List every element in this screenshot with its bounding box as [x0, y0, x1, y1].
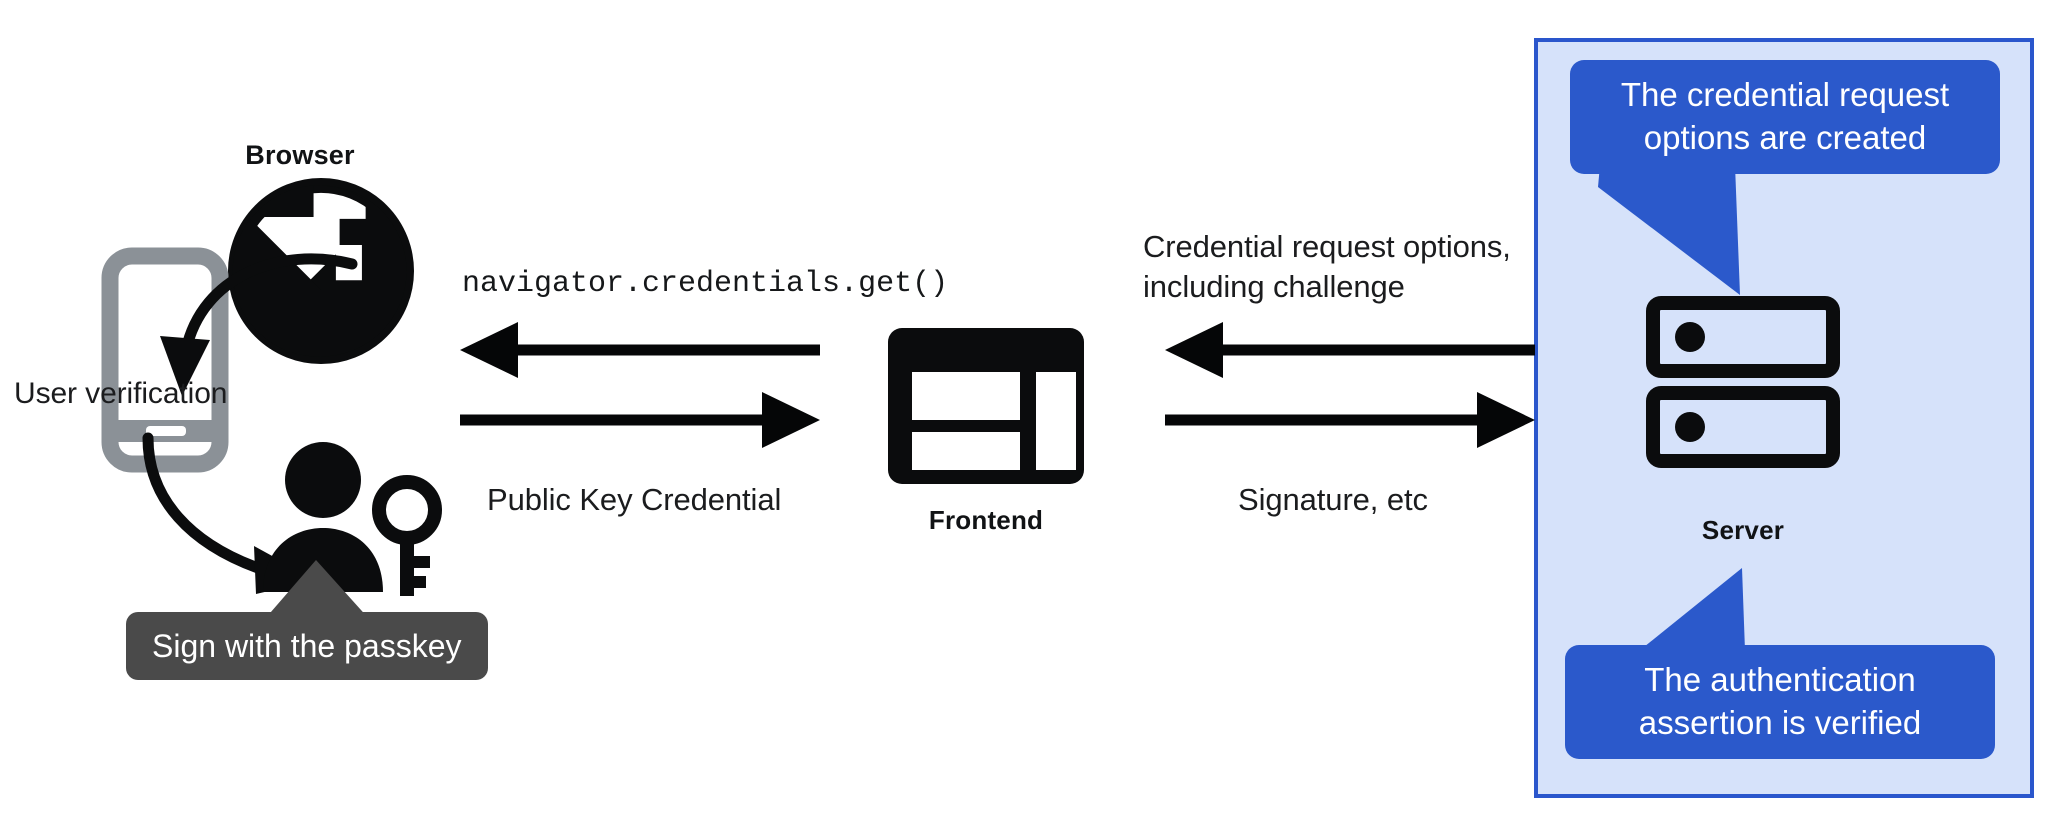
server-request-label: Credential request options, including cha…	[1143, 227, 1543, 306]
server-racks-icon	[1646, 296, 1840, 468]
arrow-left-frontend-to-browser	[460, 322, 820, 378]
passkey-tooltip: Sign with the passkey	[126, 612, 488, 680]
arrow-right-browser-to-frontend	[460, 392, 820, 448]
server-response-label: Signature, etc	[1238, 482, 1428, 517]
callout-assertion-verified: The authentication assertion is verified	[1565, 645, 1995, 759]
mobile-phone-screen	[118, 420, 212, 442]
frontend-label: Frontend	[928, 505, 1044, 535]
person-with-key-icon	[263, 442, 442, 596]
user-verification-label: User verification	[14, 377, 228, 410]
server-request-line-1: Credential request options,	[1143, 229, 1511, 264]
web-layout-icon	[888, 328, 1084, 484]
browser-response-label: Public Key Credential	[487, 482, 782, 517]
arrow-left-server-to-frontend	[1165, 322, 1535, 378]
callout-credential-options-created: The credential request options are creat…	[1570, 60, 2000, 174]
browser-request-label: navigator.credentials.get()	[462, 267, 949, 301]
globe-icon	[228, 178, 414, 364]
arrow-right-frontend-to-server	[1165, 392, 1535, 448]
passkey-tooltip-notch	[264, 560, 370, 620]
server-label: Server	[1701, 515, 1785, 545]
browser-label: Browser	[245, 140, 355, 170]
server-request-line-2: including challenge	[1143, 268, 1405, 304]
callout-top-tail	[1598, 165, 1740, 295]
arrow-curve-browser-to-device	[160, 253, 358, 396]
